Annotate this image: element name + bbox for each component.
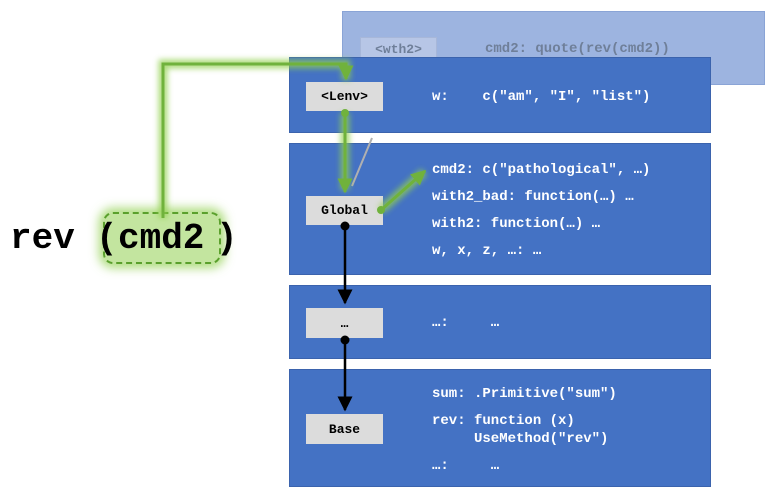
- base-binding-3: …: …: [432, 458, 500, 474]
- frame-tag-dots: …: [306, 308, 383, 338]
- frame-binding-lenv: w: c("am", "I", "list"): [432, 89, 651, 105]
- frame-lenv: [289, 57, 711, 133]
- lookup-path-arrows: [161, 62, 427, 218]
- frame-tag-global: Global: [306, 196, 383, 225]
- base-binding-2: UseMethod("rev"): [432, 431, 609, 447]
- global-binding-1: with2_bad: function(…) …: [432, 189, 634, 205]
- expression-open-paren: (: [96, 218, 118, 259]
- expression-function: rev: [10, 218, 75, 259]
- frame-binding-dots: …: …: [432, 315, 500, 331]
- expression-close-paren: ): [216, 218, 238, 259]
- argument-highlight: [103, 212, 221, 264]
- base-binding-1: rev: function (x): [432, 413, 575, 429]
- global-binding-3: w, x, z, …: …: [432, 243, 542, 259]
- global-binding-2: with2: function(…) …: [432, 216, 601, 232]
- lookup-path-glow: [158, 59, 427, 218]
- ghost-parent-arrow: [351, 137, 373, 187]
- expression-argument: cmd2: [118, 218, 205, 259]
- global-binding-0: cmd2: c("pathological", …): [432, 162, 651, 178]
- frame-binding-wth2: cmd2: quote(rev(cmd2)): [485, 41, 670, 57]
- frame-tag-base: Base: [306, 414, 383, 444]
- frame-tag-lenv: <Lenv>: [306, 82, 383, 111]
- parent-chain-arrows: [337, 221, 353, 412]
- base-binding-0: sum: .Primitive("sum"): [432, 386, 617, 402]
